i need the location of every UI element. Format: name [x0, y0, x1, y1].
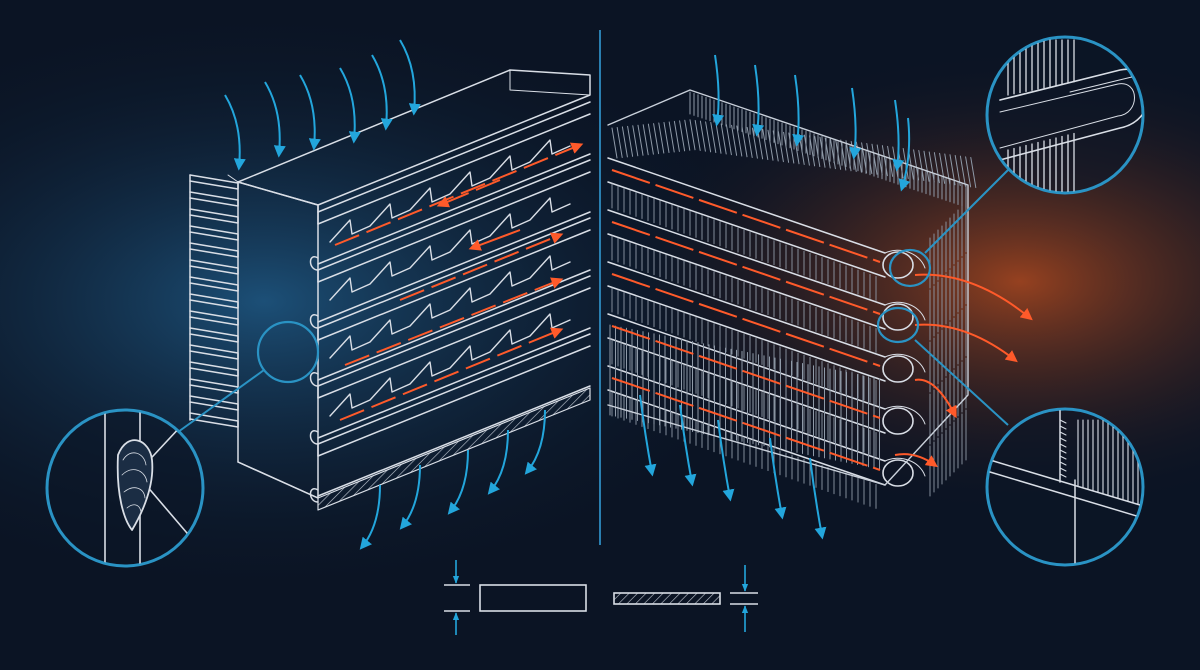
- tube-end: [882, 303, 914, 331]
- fluid-arrow: [468, 229, 521, 251]
- fluid-arrow: [344, 277, 564, 366]
- tube-bottom: [607, 285, 886, 382]
- fluid-arrow: [611, 221, 881, 315]
- tube-end: [882, 251, 914, 279]
- zigzag-turbulator: [329, 313, 571, 417]
- left-air-outflow-arrows: [359, 409, 546, 550]
- right-bottom-fins: [609, 324, 880, 470]
- air-arrow: [849, 87, 862, 160]
- air-arrow: [752, 64, 765, 137]
- tube-top: [607, 313, 886, 410]
- fluid-arrow: [334, 142, 584, 246]
- fluid-arrow: [894, 453, 938, 468]
- air-arrow: [339, 67, 361, 144]
- air-arrow: [712, 54, 725, 127]
- left-fluid-flow-arrows: [334, 142, 584, 421]
- air-arrow: [399, 39, 421, 116]
- channel-bottom-edge: [317, 385, 591, 497]
- fluid-arrow: [399, 232, 564, 301]
- fluid-arrow: [914, 378, 957, 419]
- tube-bottom: [607, 233, 886, 330]
- tube-end: [882, 459, 914, 487]
- fluid-arrow: [611, 169, 881, 263]
- tube-fin-exchanger: [607, 89, 977, 509]
- air-arrow: [487, 429, 509, 495]
- zigzag-turbulator: [329, 139, 571, 243]
- air-arrow: [399, 464, 421, 530]
- channel-bottom-edge: [317, 269, 591, 381]
- channel-top-edge: [317, 101, 591, 213]
- air-arrow: [264, 81, 286, 158]
- tube-top: [607, 209, 886, 306]
- channel-bottom-edge: [317, 211, 591, 323]
- left-turbulators: [329, 139, 571, 417]
- air-arrow: [371, 54, 393, 131]
- bar-plate-exchanger: [189, 69, 591, 511]
- left-air-inflow-arrows: [224, 39, 421, 171]
- zigzag-turbulator: [329, 255, 571, 359]
- air-arrow: [809, 457, 827, 540]
- air-arrow: [892, 99, 905, 172]
- channel-top-edge: [317, 333, 591, 445]
- air-arrow: [639, 394, 657, 477]
- air-arrow: [524, 409, 546, 475]
- air-arrow: [792, 74, 805, 147]
- right-air-inflow-arrows: [712, 54, 911, 192]
- fluid-arrow: [914, 323, 1018, 363]
- air-arrow: [299, 74, 321, 151]
- channel-top-edge: [317, 217, 591, 329]
- air-arrow: [898, 117, 911, 192]
- fluid-arrow: [611, 377, 881, 471]
- tube-end: [882, 407, 914, 435]
- air-arrow: [769, 437, 787, 520]
- fluid-arrow: [436, 179, 501, 208]
- fluid-arrow: [611, 273, 881, 367]
- channel-top-edge: [317, 275, 591, 387]
- thickness-dimension-thin: [613, 565, 758, 632]
- zigzag-turbulator: [329, 197, 571, 301]
- tube-top: [607, 261, 886, 358]
- tube-bottom: [607, 181, 886, 278]
- right-fluid-flow-arrows: [611, 169, 1033, 471]
- air-arrow: [224, 94, 246, 171]
- thickness-dimension-thick: [444, 560, 587, 635]
- fluid-arrow: [611, 325, 881, 419]
- callout-tube-end-detail: [888, 35, 1145, 288]
- callout-weld-detail: [45, 320, 320, 568]
- left-flow-channels: [309, 101, 591, 503]
- tube-end: [882, 355, 914, 383]
- channel-bottom-edge: [317, 153, 591, 265]
- callout-fin-bond-detail: [876, 306, 1145, 567]
- air-arrow: [359, 484, 381, 550]
- air-arrow: [717, 419, 735, 502]
- tube-top: [607, 157, 886, 254]
- air-arrow: [679, 404, 697, 487]
- channel-top-edge: [317, 159, 591, 271]
- channel-bottom-edge: [317, 327, 591, 439]
- right-air-outflow-arrows: [639, 394, 827, 540]
- air-arrow: [447, 449, 469, 515]
- fluid-arrow: [339, 327, 564, 421]
